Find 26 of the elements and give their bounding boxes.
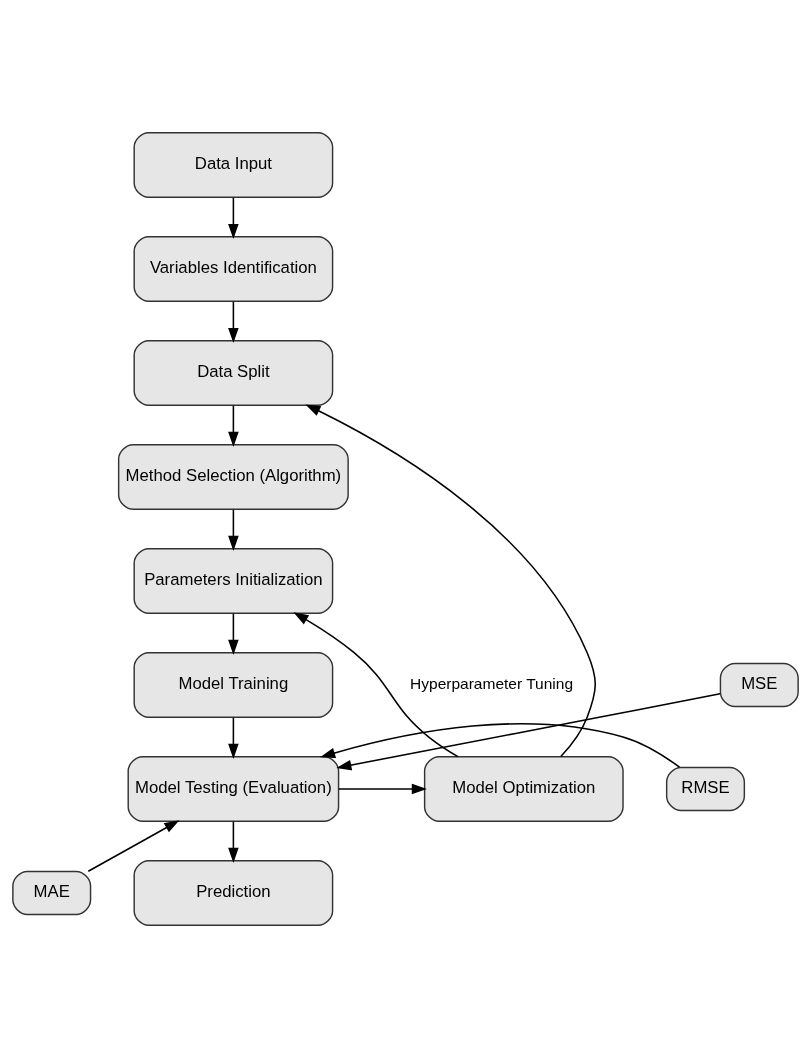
node-box: MSE bbox=[719, 662, 799, 708]
arrow bbox=[338, 783, 427, 795]
node-box: MAE bbox=[12, 870, 92, 916]
arrow bbox=[228, 405, 239, 447]
arrow bbox=[228, 197, 239, 239]
arrow bbox=[336, 693, 721, 771]
edge-label: Hyperparameter Tuning bbox=[410, 675, 574, 693]
node-box: Variables Identification bbox=[133, 236, 334, 303]
node-box: Model Optimization bbox=[423, 755, 624, 822]
node-box: Parameters Initialization bbox=[133, 548, 334, 614]
node-box: Model Training bbox=[133, 652, 334, 718]
node-box: Model Testing (Evaluation) bbox=[127, 755, 340, 822]
node-box: Method Selection (Algorithm) bbox=[117, 444, 349, 510]
node-box: Data Input bbox=[133, 132, 334, 199]
arrow bbox=[305, 404, 597, 758]
arrow bbox=[228, 613, 239, 655]
arrow bbox=[320, 722, 681, 768]
arrow bbox=[228, 509, 239, 551]
arrow bbox=[87, 820, 180, 873]
node-box: Data Split bbox=[133, 340, 334, 406]
arrow bbox=[228, 820, 239, 863]
arrow bbox=[293, 612, 459, 758]
node-box: Prediction bbox=[133, 859, 334, 926]
arrow bbox=[228, 301, 239, 343]
arrow bbox=[228, 717, 239, 759]
node-box: RMSE bbox=[665, 766, 746, 812]
